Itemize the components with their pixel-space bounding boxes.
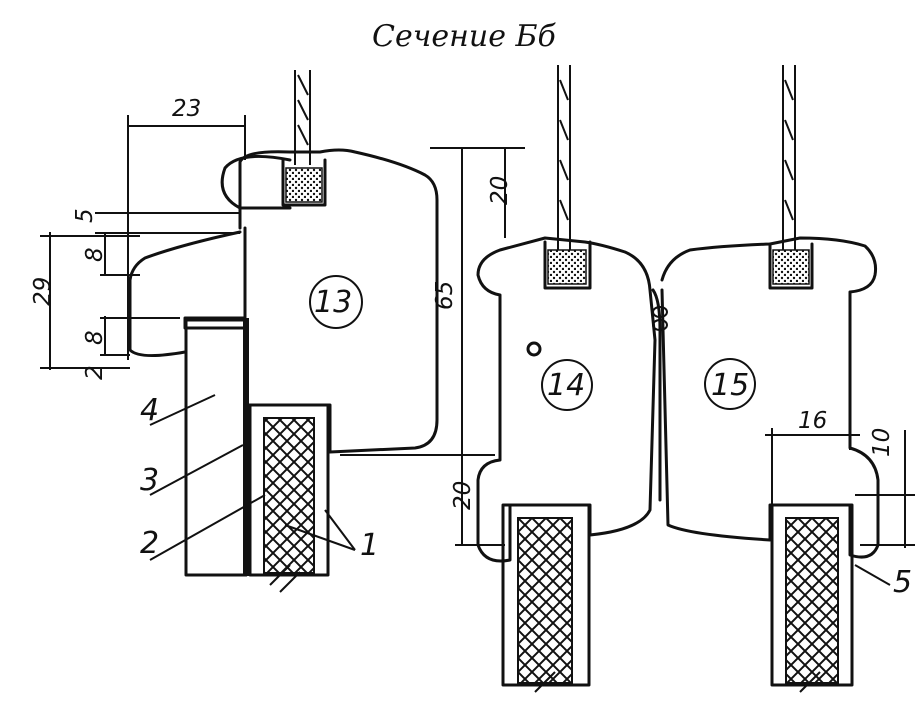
leader-4: 4 [140, 393, 159, 428]
leader-2: 2 [140, 526, 159, 561]
profile-14: 14 [476, 65, 657, 693]
dim-65: 65 [432, 281, 458, 310]
dim-8b: 8 [82, 330, 108, 345]
profile-14-label: 14 [547, 368, 585, 403]
leaders: 4 3 2 1 5 [140, 393, 912, 600]
profile-15-label: 15 [711, 368, 749, 403]
profile-13: 13 [128, 70, 439, 593]
profile-13-label: 13 [314, 285, 352, 320]
dim-29: 29 [30, 277, 56, 306]
dim-20b: 20 [450, 481, 476, 510]
dim-20a: 20 [487, 176, 513, 205]
dim-8a: 8 [82, 247, 108, 262]
leader-5: 5 [893, 565, 912, 600]
leader-1: 1 [360, 528, 379, 563]
dimensions: 23 5 8 29 8 2 20 65 20 16 [30, 96, 915, 548]
section-title: Сечение Бб [372, 19, 557, 54]
dim-10: 10 [869, 428, 895, 457]
profile-15: 15 [660, 65, 880, 693]
dim-23: 23 [172, 96, 201, 122]
dim-2: 2 [82, 365, 108, 380]
dim-16: 16 [798, 408, 827, 434]
profile-joint [651, 288, 668, 502]
leader-3: 3 [140, 463, 159, 498]
dim-5: 5 [72, 208, 98, 223]
